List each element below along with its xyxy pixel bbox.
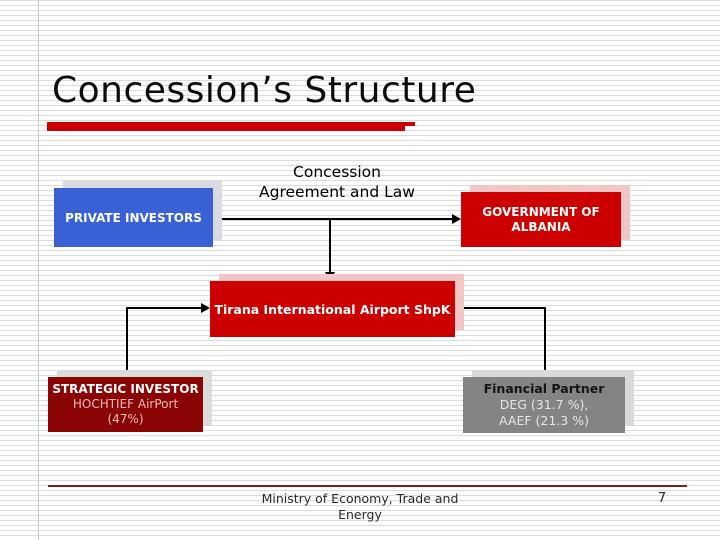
concession-agreement-line2: Agreement and Law	[259, 183, 415, 201]
private-investors-label: PRIVATE INVESTORS	[65, 210, 202, 225]
financial-partner-deg: DEG (31.7 %),	[499, 397, 589, 412]
financial-partner-aaef: AAEF (21.3 %)	[499, 413, 589, 428]
notebook-margin-line	[38, 0, 39, 540]
title-accent-bar-tail	[405, 122, 415, 126]
footer-separator-line	[48, 485, 687, 487]
node-financial-partner: Financial Partner DEG (31.7 %), AAEF (21…	[463, 377, 625, 433]
concession-agreement-line1: Concession	[293, 163, 381, 181]
financial-partner-title: Financial Partner	[483, 381, 605, 396]
footer-text: Ministry of Economy, Trade and Energy	[261, 491, 459, 522]
airport-company-label: Tirana International Airport ShpK	[214, 301, 451, 317]
connector-investors-government	[213, 214, 461, 224]
node-private-investors: PRIVATE INVESTORS	[54, 188, 213, 247]
node-airport-company: Tirana International Airport ShpK	[210, 281, 455, 337]
title-accent-bar	[47, 122, 405, 131]
concession-agreement-label: Concession Agreement and Law	[230, 162, 444, 202]
strategic-investor-title: STRATEGIC INVESTOR	[52, 382, 199, 396]
connector-strategic-airport	[126, 303, 210, 377]
node-strategic-investor: STRATEGIC INVESTOR HOCHTIEF AirPort (47%…	[48, 377, 203, 432]
node-government-of-albania: GOVERNMENT OF ALBANIA	[461, 192, 621, 247]
strategic-investor-name: HOCHTIEF AirPort	[72, 397, 179, 411]
page-number: 7	[657, 491, 667, 506]
government-label-line1: GOVERNMENT OF	[482, 204, 600, 219]
strategic-investor-share: (47%)	[107, 412, 144, 426]
government-label-line2: ALBANIA	[511, 219, 571, 234]
connector-agreement-airport	[325, 219, 335, 281]
slide-title: Concession’s Structure	[52, 70, 477, 111]
connector-financial-airport	[455, 303, 546, 377]
